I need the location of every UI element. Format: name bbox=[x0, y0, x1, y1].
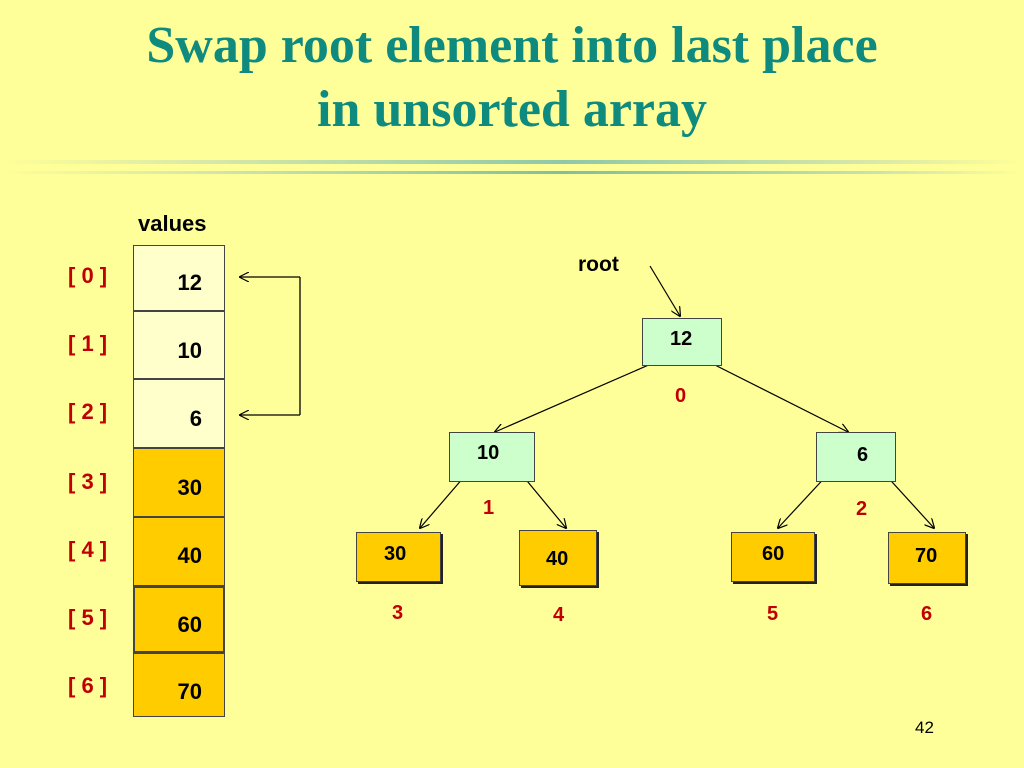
array-header: values bbox=[138, 211, 207, 236]
tree-node-value: 6 bbox=[857, 444, 869, 466]
tree-node: 40 bbox=[519, 530, 597, 586]
array-value: 6 bbox=[189, 406, 202, 431]
array-value: 40 bbox=[177, 543, 202, 568]
index-label: [ 4 ] bbox=[68, 537, 108, 562]
tree-node-value: 12 bbox=[670, 328, 693, 350]
array-value: 10 bbox=[177, 338, 202, 363]
tree-node-value: 10 bbox=[477, 442, 500, 464]
title-rule bbox=[0, 160, 1024, 164]
array-cell bbox=[133, 517, 225, 586]
index-label: [ 3 ] bbox=[68, 469, 108, 494]
tree-node-value: 30 bbox=[384, 543, 407, 565]
tree-node-index: 0 bbox=[675, 385, 687, 407]
array-value: 30 bbox=[177, 475, 202, 500]
array-cell bbox=[133, 311, 225, 379]
array-cell bbox=[133, 245, 225, 311]
array-cell bbox=[133, 586, 225, 653]
root-pointer-arrow bbox=[649, 265, 680, 316]
tree-node: 70 bbox=[888, 532, 966, 584]
tree-node: 30 bbox=[356, 532, 441, 582]
tree-node-index: 4 bbox=[553, 604, 565, 626]
array-value: 70 bbox=[177, 679, 202, 704]
edge-0-2 bbox=[704, 359, 848, 432]
tree-node-index: 6 bbox=[921, 603, 933, 625]
index-label: [ 6 ] bbox=[68, 673, 108, 698]
edge-0-1 bbox=[495, 359, 661, 432]
index-label: [ 1 ] bbox=[68, 331, 108, 356]
tree-node-index: 1 bbox=[483, 497, 495, 519]
root-label: root bbox=[578, 253, 619, 276]
tree-node-value: 60 bbox=[762, 543, 785, 565]
tree-node-index: 2 bbox=[856, 498, 868, 520]
tree-node: 12 bbox=[642, 318, 722, 366]
array-value: 60 bbox=[177, 612, 202, 637]
tree-node: 60 bbox=[731, 532, 815, 582]
array-value: 12 bbox=[177, 270, 202, 295]
slide-title: Swap root element into last place in uns… bbox=[0, 14, 1024, 142]
array-cell bbox=[133, 653, 225, 717]
array-cell bbox=[133, 379, 225, 448]
title-rule-thin bbox=[0, 171, 1024, 174]
slide-number: 42 bbox=[915, 718, 934, 737]
tree-node-value: 70 bbox=[915, 545, 938, 567]
title-line-2: in unsorted array bbox=[317, 81, 707, 138]
index-label: [ 5 ] bbox=[68, 605, 108, 630]
title-line-1: Swap root element into last place bbox=[146, 17, 878, 74]
index-label: [ 2 ] bbox=[68, 399, 108, 424]
tree-node: 10 bbox=[449, 432, 535, 482]
tree-node-index: 5 bbox=[767, 603, 779, 625]
tree-node-index: 3 bbox=[392, 602, 404, 624]
index-label: [ 0 ] bbox=[68, 263, 108, 288]
array-cell bbox=[133, 448, 225, 517]
tree-node-value: 40 bbox=[546, 548, 569, 570]
tree-node: 6 bbox=[816, 432, 896, 482]
